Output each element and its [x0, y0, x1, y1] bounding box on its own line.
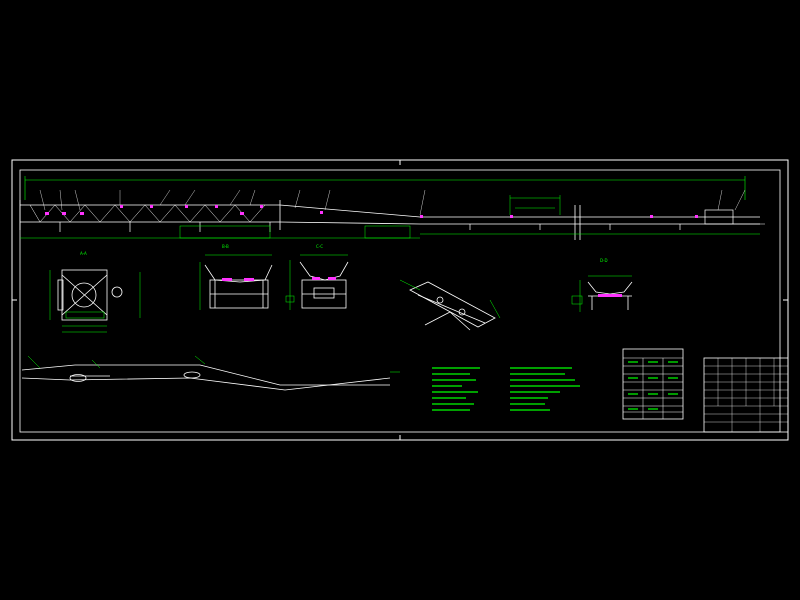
overall-dimension [24, 176, 746, 200]
section-d-d: D-D [571, 258, 633, 312]
section-c-c-label: C-C [316, 244, 323, 249]
section-a-a: A-A [49, 251, 141, 333]
section-b-b: B-B [199, 244, 273, 310]
section-b-b-label: B-B [222, 244, 229, 249]
detail-view-pulley [399, 279, 501, 331]
notes-left [432, 367, 480, 411]
section-c-c: C-C [285, 244, 349, 310]
title-block [703, 357, 789, 433]
drawing-frame [11, 159, 789, 441]
conveyor-elevation [19, 189, 765, 240]
notes-right [510, 367, 580, 411]
section-d-d-label: D-D [600, 258, 608, 263]
belt-profile [21, 355, 400, 391]
section-a-a-label: A-A [80, 251, 87, 256]
parameter-table [622, 348, 684, 420]
